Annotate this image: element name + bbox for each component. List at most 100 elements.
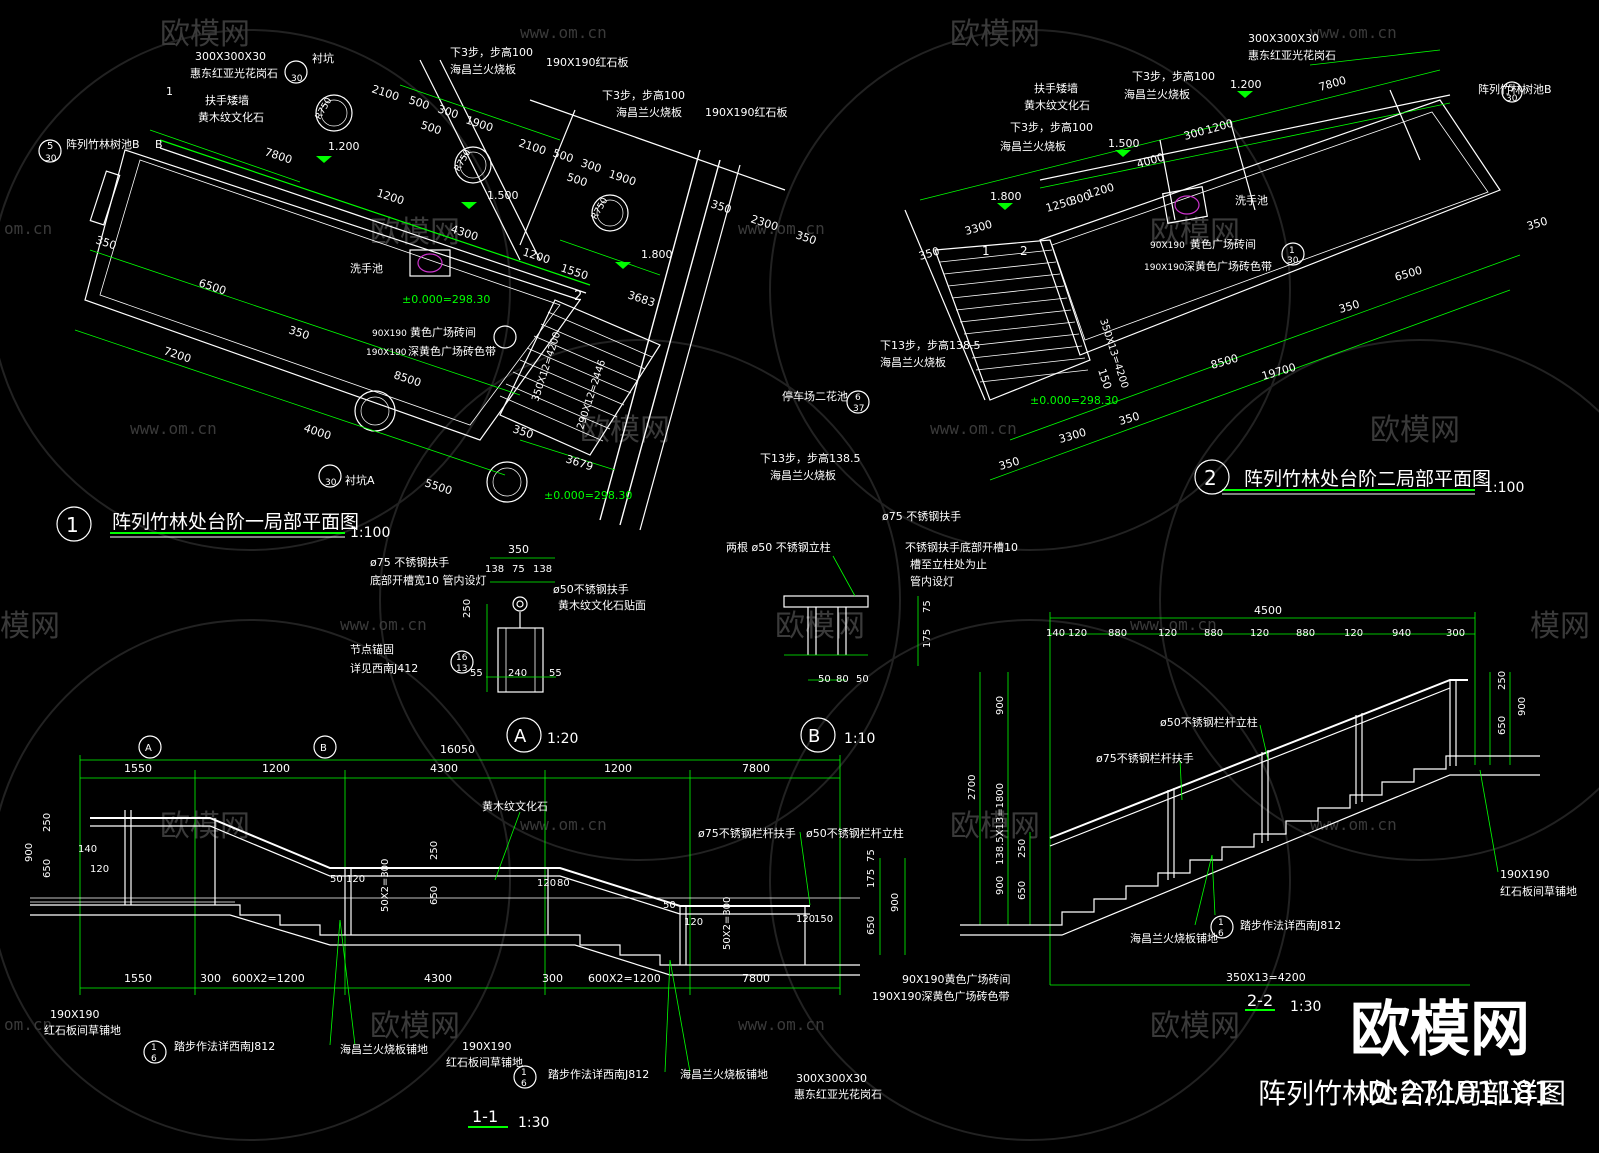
sec2-dim: 250 — [1497, 671, 1508, 690]
plan2-label: 下13步，步高138.5 — [880, 338, 981, 352]
sec2-dim: 880 — [1108, 628, 1127, 639]
detailA-dim: 350 — [508, 543, 529, 556]
plan2-label: 90X190 — [1150, 241, 1185, 251]
sec1-dim: 7800 — [742, 762, 770, 775]
detail-a-scale: 1:20 — [547, 731, 578, 747]
callout-number: 1 — [982, 244, 990, 258]
plan1-dim: 4000 — [302, 421, 333, 442]
sec1-dim: 600X2=1200 — [588, 972, 661, 985]
plan1-dim: 500 — [551, 146, 575, 165]
plan1-level: ±0.000=298.30 — [544, 489, 632, 502]
plan2-level: 1.800 — [990, 190, 1022, 203]
sec1-label: ø75不锈钢栏杆扶手 — [698, 826, 796, 840]
plan1-label: 扶手矮墙 — [205, 93, 249, 107]
sec2-dim: 120 — [1344, 628, 1363, 639]
plan2-dim: 7800 — [1317, 74, 1347, 94]
detailB-label: 两根 ø50 不锈钢立柱 — [726, 540, 831, 554]
section-2-scale: 1:30 — [1290, 999, 1321, 1015]
watermark-brand: 欧模网 — [1150, 215, 1240, 250]
sec1-label: 踏步作法详西南J812 — [548, 1067, 649, 1081]
plan1-dim: 350 — [794, 228, 818, 247]
plan2-dim: 350 — [917, 245, 941, 263]
watermark-brand: 欧模网 — [370, 215, 460, 250]
section-1-scale: 1:30 — [518, 1115, 549, 1131]
detailA-label: ø50不锈钢扶手 — [553, 582, 629, 596]
sec1-label: 黄木纹文化石 — [482, 799, 548, 813]
plan1-dim: 5500 — [423, 476, 454, 497]
sec1-label: 190X190 — [50, 1008, 100, 1021]
sec2-dim: 650 — [1017, 881, 1028, 900]
section-2-2 — [960, 612, 1540, 1011]
detailB-label: 不锈钢扶手底部开槽10 — [905, 540, 1018, 554]
plan1-label: 海昌兰火烧板 — [616, 105, 682, 119]
plan1-dim: 7200 — [162, 344, 193, 365]
detailB-dim: 50 — [818, 674, 831, 685]
callout-number: 30 — [45, 154, 57, 164]
callout-number: 1 — [166, 85, 173, 98]
callout-number: 2 — [1020, 244, 1028, 258]
sec2-label: 踏步作法详西南J812 — [1240, 918, 1341, 932]
plan2-dim: 350 — [1117, 410, 1141, 428]
plan2-dim: 19700 — [1260, 361, 1297, 383]
plan2-dim: 6500 — [1393, 264, 1423, 284]
callout-number: 30 — [291, 74, 303, 84]
plan1-label: 黄色广场砖间 — [410, 325, 476, 339]
plan1-dim: 1200 — [375, 186, 406, 207]
sec1-dim: 900 — [24, 843, 35, 862]
sec1-dim: 50X2=300 — [380, 859, 391, 912]
callout-number: 1 — [151, 1043, 157, 1053]
sec1-dim: 650 — [429, 886, 440, 905]
sec1-dim: 120 — [346, 874, 365, 885]
plan2-label: 下3步，步高100 — [1132, 69, 1215, 83]
sec2-dim: 250 — [1017, 839, 1028, 858]
sec1-dim: 4300 — [424, 972, 452, 985]
detail-a — [450, 557, 556, 753]
sec2-label: ø75不锈钢栏杆扶手 — [1096, 751, 1194, 765]
detailA-dim: 55 — [549, 668, 562, 679]
plan2-label: 阵列竹林树池B — [1478, 82, 1552, 96]
callout-number: 2 — [574, 289, 582, 304]
detailB-label: 槽至立柱处为止 — [910, 557, 987, 571]
title-number: 1 — [66, 513, 79, 537]
detail-b-scale: 1:10 — [844, 731, 875, 747]
sec1-dim: 650 — [42, 859, 53, 878]
sec1-dim: 1200 — [262, 762, 290, 775]
detailB-dim: 50 — [856, 674, 869, 685]
detailB-dim: 175 — [922, 629, 933, 648]
watermark-brand: 欧模网 — [775, 609, 865, 644]
watermark-url: www.om.cn — [130, 419, 217, 438]
plan2-dim: 300 — [1182, 125, 1206, 143]
watermark-url: www.om.cn — [738, 1015, 825, 1034]
detailA-dim: 55 — [470, 668, 483, 679]
watermark-brand: 模网 — [1530, 609, 1590, 644]
plan2-level: ±0.000=298.30 — [1030, 394, 1118, 407]
sec1-dim: 300 — [200, 972, 221, 985]
plan1-label: 海昌兰火烧板 — [770, 468, 836, 482]
sec2-dim: 300 — [1446, 628, 1465, 639]
plan2-dim: 300 — [1068, 190, 1092, 208]
plan1-dim: 300 — [436, 102, 460, 121]
sec2-dim: 650 — [1497, 716, 1508, 735]
plan2-label: 下3步，步高100 — [1010, 120, 1093, 134]
detail-a-text: 350 138 75 138 250 55 240 55 ø75 不锈钢扶手 底… — [350, 543, 646, 747]
plan2-label: 黄木纹文化石 — [1024, 98, 1090, 112]
watermark-url: om.cn — [4, 1015, 52, 1034]
callout-number: 6 — [1218, 929, 1224, 939]
sec1-dim: 120 — [796, 914, 815, 925]
watermark-brand: 欧模网 — [580, 413, 670, 448]
sec1-dim: 80 — [557, 878, 570, 889]
plan1-dim: 300 — [579, 156, 603, 175]
plan1-label: 衬坑A — [345, 473, 375, 487]
plan1-dim: 350 — [709, 197, 733, 216]
detailA-label: 底部开槽宽10 管内设灯 — [370, 573, 487, 587]
detail-a-tag: A — [514, 726, 527, 747]
plan1-scale: 1:100 — [350, 525, 390, 541]
callout-number: 30 — [1287, 256, 1299, 266]
plan1-label: 下3步，步高100 — [450, 45, 533, 59]
sec1-dim: 1550 — [124, 762, 152, 775]
callout-number: 16 — [456, 653, 468, 663]
plan2-dim: 1200 — [1204, 117, 1234, 137]
sec1-label: 红石板间草铺地 — [44, 1023, 121, 1037]
section-2-2-text: 4500 140 120 880 120 880 120 880 120 940… — [967, 604, 1577, 1015]
